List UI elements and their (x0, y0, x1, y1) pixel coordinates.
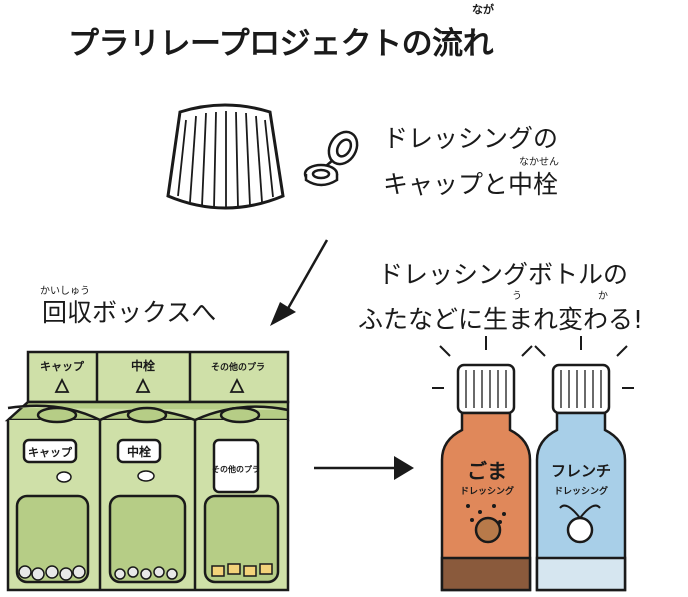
sesame-dressing-bottle (440, 363, 532, 592)
sesame-bottle-sub: ドレッシング (460, 485, 514, 497)
bin-label-caps: キャップ (28, 445, 73, 459)
step2-ruby: かいしゅう (40, 286, 90, 297)
step1-line1: ドレッシングの (383, 124, 559, 153)
collection-boxes (4, 350, 290, 592)
bin-label-stoppers: 中栓 (127, 444, 151, 459)
inner-stopper-icon (303, 130, 359, 187)
bin-header-other: その他のプラ (211, 361, 265, 373)
step1-ruby: なかせん (519, 157, 559, 168)
title-ruby: なが (472, 3, 494, 16)
step1-line2: キャップと中栓 (383, 170, 559, 199)
french-dressing-bottle (535, 363, 627, 592)
sparkle-lines (432, 336, 634, 389)
cap-icon (166, 103, 285, 210)
bin-header-stoppers: 中栓 (131, 358, 155, 373)
step3-ruby-u: う (512, 291, 522, 302)
step2-text: 回収ボックスへ (42, 298, 217, 327)
french-bottle-name: フレンチ (551, 462, 611, 480)
step3-line2: ふたなどに生まれ変わる! (358, 305, 644, 334)
arrow-right-icon (314, 456, 414, 480)
sesame-bottle-name: ごま (467, 459, 507, 483)
french-bottle-sub: ドレッシング (554, 485, 608, 497)
step3-ruby-ka: か (598, 291, 608, 302)
bin-header-caps: キャップ (40, 359, 85, 373)
step3-line1: ドレッシングボトルの (378, 260, 629, 289)
bin-label-other: その他のプラ (212, 464, 260, 474)
page-title: プラリレープロジェクトの流れ (68, 26, 494, 62)
arrow-down-left-icon (270, 239, 329, 326)
recycle-icons (54, 377, 245, 393)
